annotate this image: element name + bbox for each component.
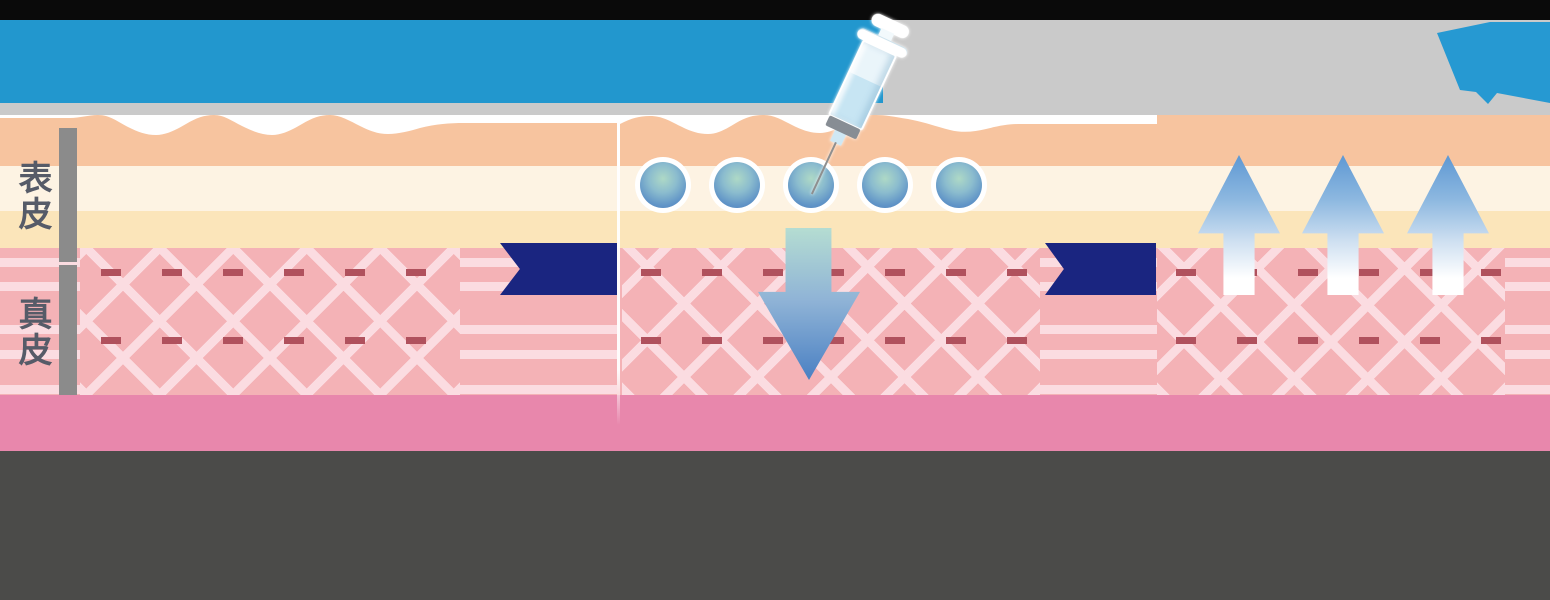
- dermis-bracket: [59, 265, 77, 395]
- epidermis-mid-layer: [0, 166, 1550, 211]
- syringe-needle: [810, 141, 837, 195]
- epidermis-surface-layer: [0, 115, 1550, 166]
- droplet-icon: [857, 157, 913, 213]
- surface-flat-panel-3: [1157, 115, 1550, 166]
- droplet-row: [635, 157, 987, 213]
- droplet-icon: [635, 157, 691, 213]
- droplet-icon: [783, 157, 839, 213]
- top-right-logo-shape: [1437, 22, 1550, 104]
- surface-wave-panel-2: [620, 115, 1157, 166]
- epidermis-label: 表皮: [13, 160, 51, 232]
- droplet-icon: [931, 157, 987, 213]
- bottom-caption-area: [0, 451, 1550, 600]
- droplet-icon: [709, 157, 765, 213]
- epidermis-bracket: [59, 128, 77, 262]
- surface-wave-panel-1: [0, 115, 617, 166]
- panel-divider-line: [617, 118, 620, 425]
- blue-banner: [0, 20, 883, 103]
- dermis-layer: [0, 248, 1550, 395]
- top-black-strip: [0, 0, 1550, 20]
- collagen-fiber-dashes: [85, 248, 455, 395]
- subcutis-band: [0, 395, 1550, 451]
- dermis-label: 真皮: [13, 296, 51, 368]
- dermis-edge-stripes: [1505, 248, 1550, 395]
- epidermis-deep-layer: [0, 211, 1550, 248]
